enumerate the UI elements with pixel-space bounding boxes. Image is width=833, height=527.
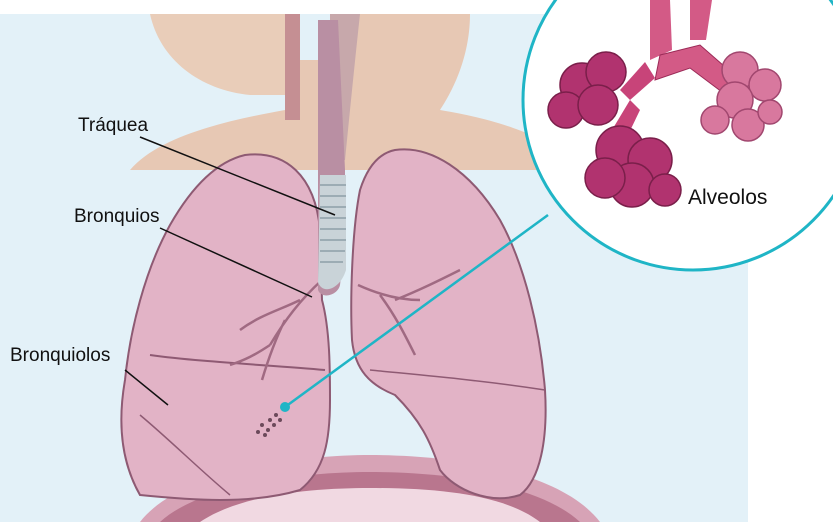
label-bronchioles: Bronquiolos	[10, 345, 110, 367]
label-bronchi: Bronquios	[74, 206, 160, 228]
label-alveoli: Alveolos	[688, 186, 767, 210]
callout-origin-dot	[280, 402, 290, 412]
label-trachea: Tráquea	[78, 115, 148, 137]
